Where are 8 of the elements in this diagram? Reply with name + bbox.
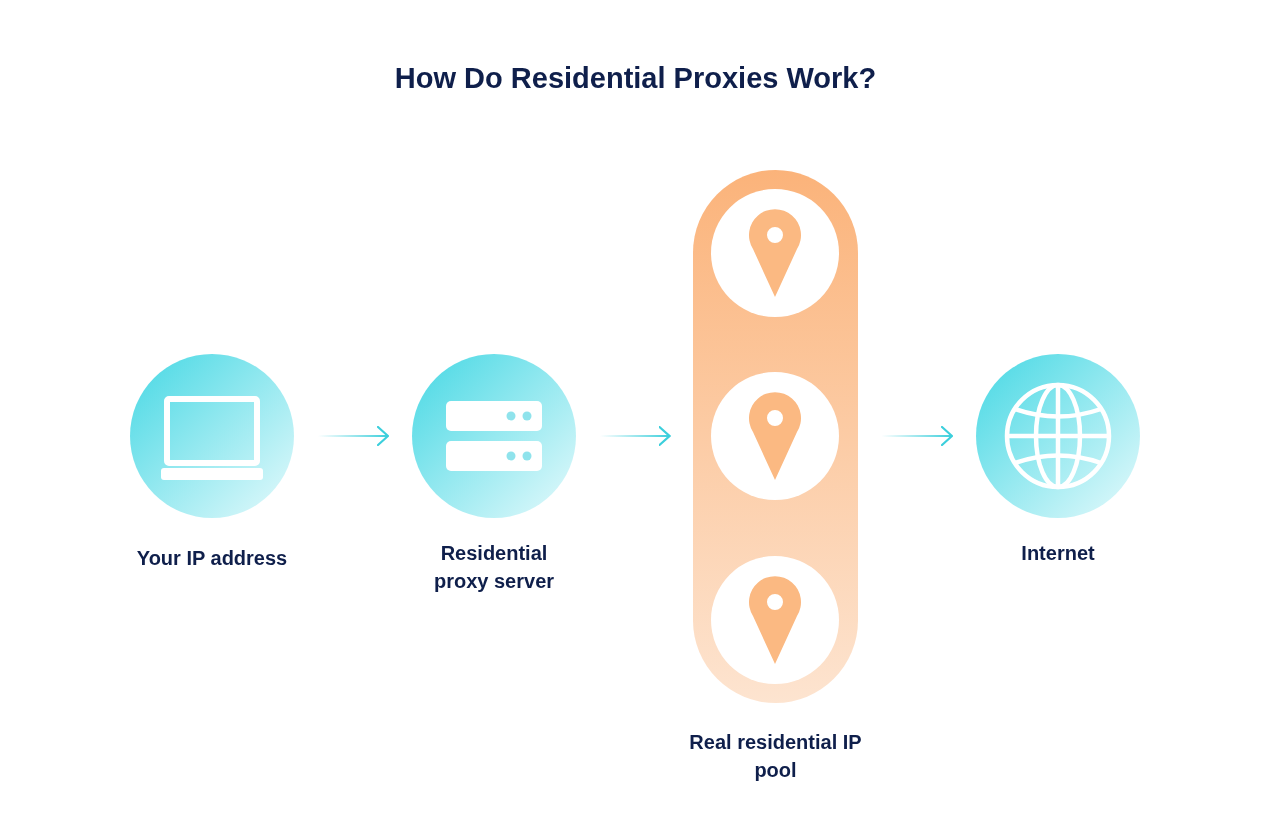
title: How Do Residential Proxies Work? — [393, 62, 878, 95]
node-label: Residential proxy server — [432, 541, 556, 594]
arrow — [599, 425, 671, 447]
arrow — [317, 425, 390, 447]
arrow — [880, 425, 954, 447]
node-label: Real residential IP pool — [688, 730, 863, 783]
node-label: Your IP address — [135, 546, 289, 571]
node-label: Internet — [1020, 541, 1096, 566]
